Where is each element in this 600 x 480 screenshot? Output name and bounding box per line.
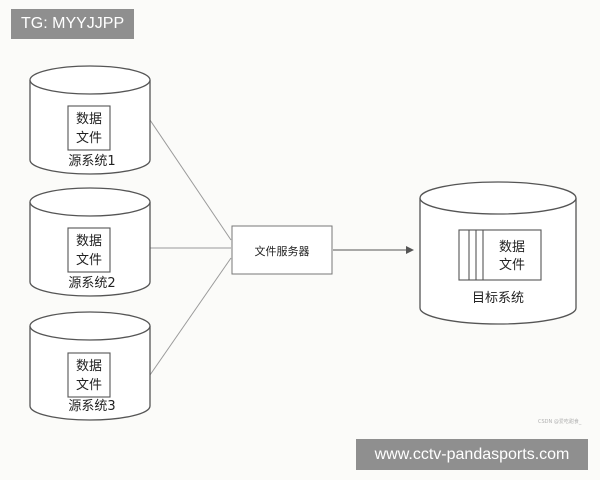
data-file-label-line2: 文件 [499,258,525,273]
data-file-box [67,227,111,273]
data-file-label-line1: 数据 [76,234,102,249]
data-file-label-line2: 文件 [76,253,102,268]
data-file-label-line2: 文件 [76,131,102,146]
data-file-box [67,105,111,151]
cylinder-top [29,187,151,217]
source-system-label: 源系统1 [68,154,115,169]
file-server-box [231,225,333,275]
source-system-3: 数据 文件 源系统3 [29,311,151,421]
source-system-label: 源系统2 [68,276,115,291]
cylinder-top [29,65,151,95]
csdn-watermark: CSDN @爱吃甜食_ [538,419,582,425]
source-system-2: 数据 文件 源系统2 [29,187,151,297]
file-server: 文件服务器 [231,225,333,275]
source-system-label: 源系统3 [68,399,115,414]
source-system-1: 数据 文件 源系统1 [29,65,151,175]
cylinder-top [419,181,577,215]
data-file-box [458,229,542,281]
target-system-label: 目标系统 [472,291,524,306]
file-server-label: 文件服务器 [255,244,310,258]
cylinder-top [29,311,151,341]
bottom-watermark-badge: www.cctv-pandasports.com [356,439,588,470]
data-file-label-line1: 数据 [76,359,102,374]
target-system: 数据 文件 目标系统 [419,181,577,325]
connector-source3-server [149,257,232,376]
data-file-box [67,352,111,398]
top-watermark-badge: TG: MYYJJPP [11,9,135,39]
data-file-label-line1: 数据 [76,112,102,127]
connector-source1-server [149,119,232,241]
data-file-label-line2: 文件 [76,378,102,393]
data-file-label-line1: 数据 [499,240,525,255]
